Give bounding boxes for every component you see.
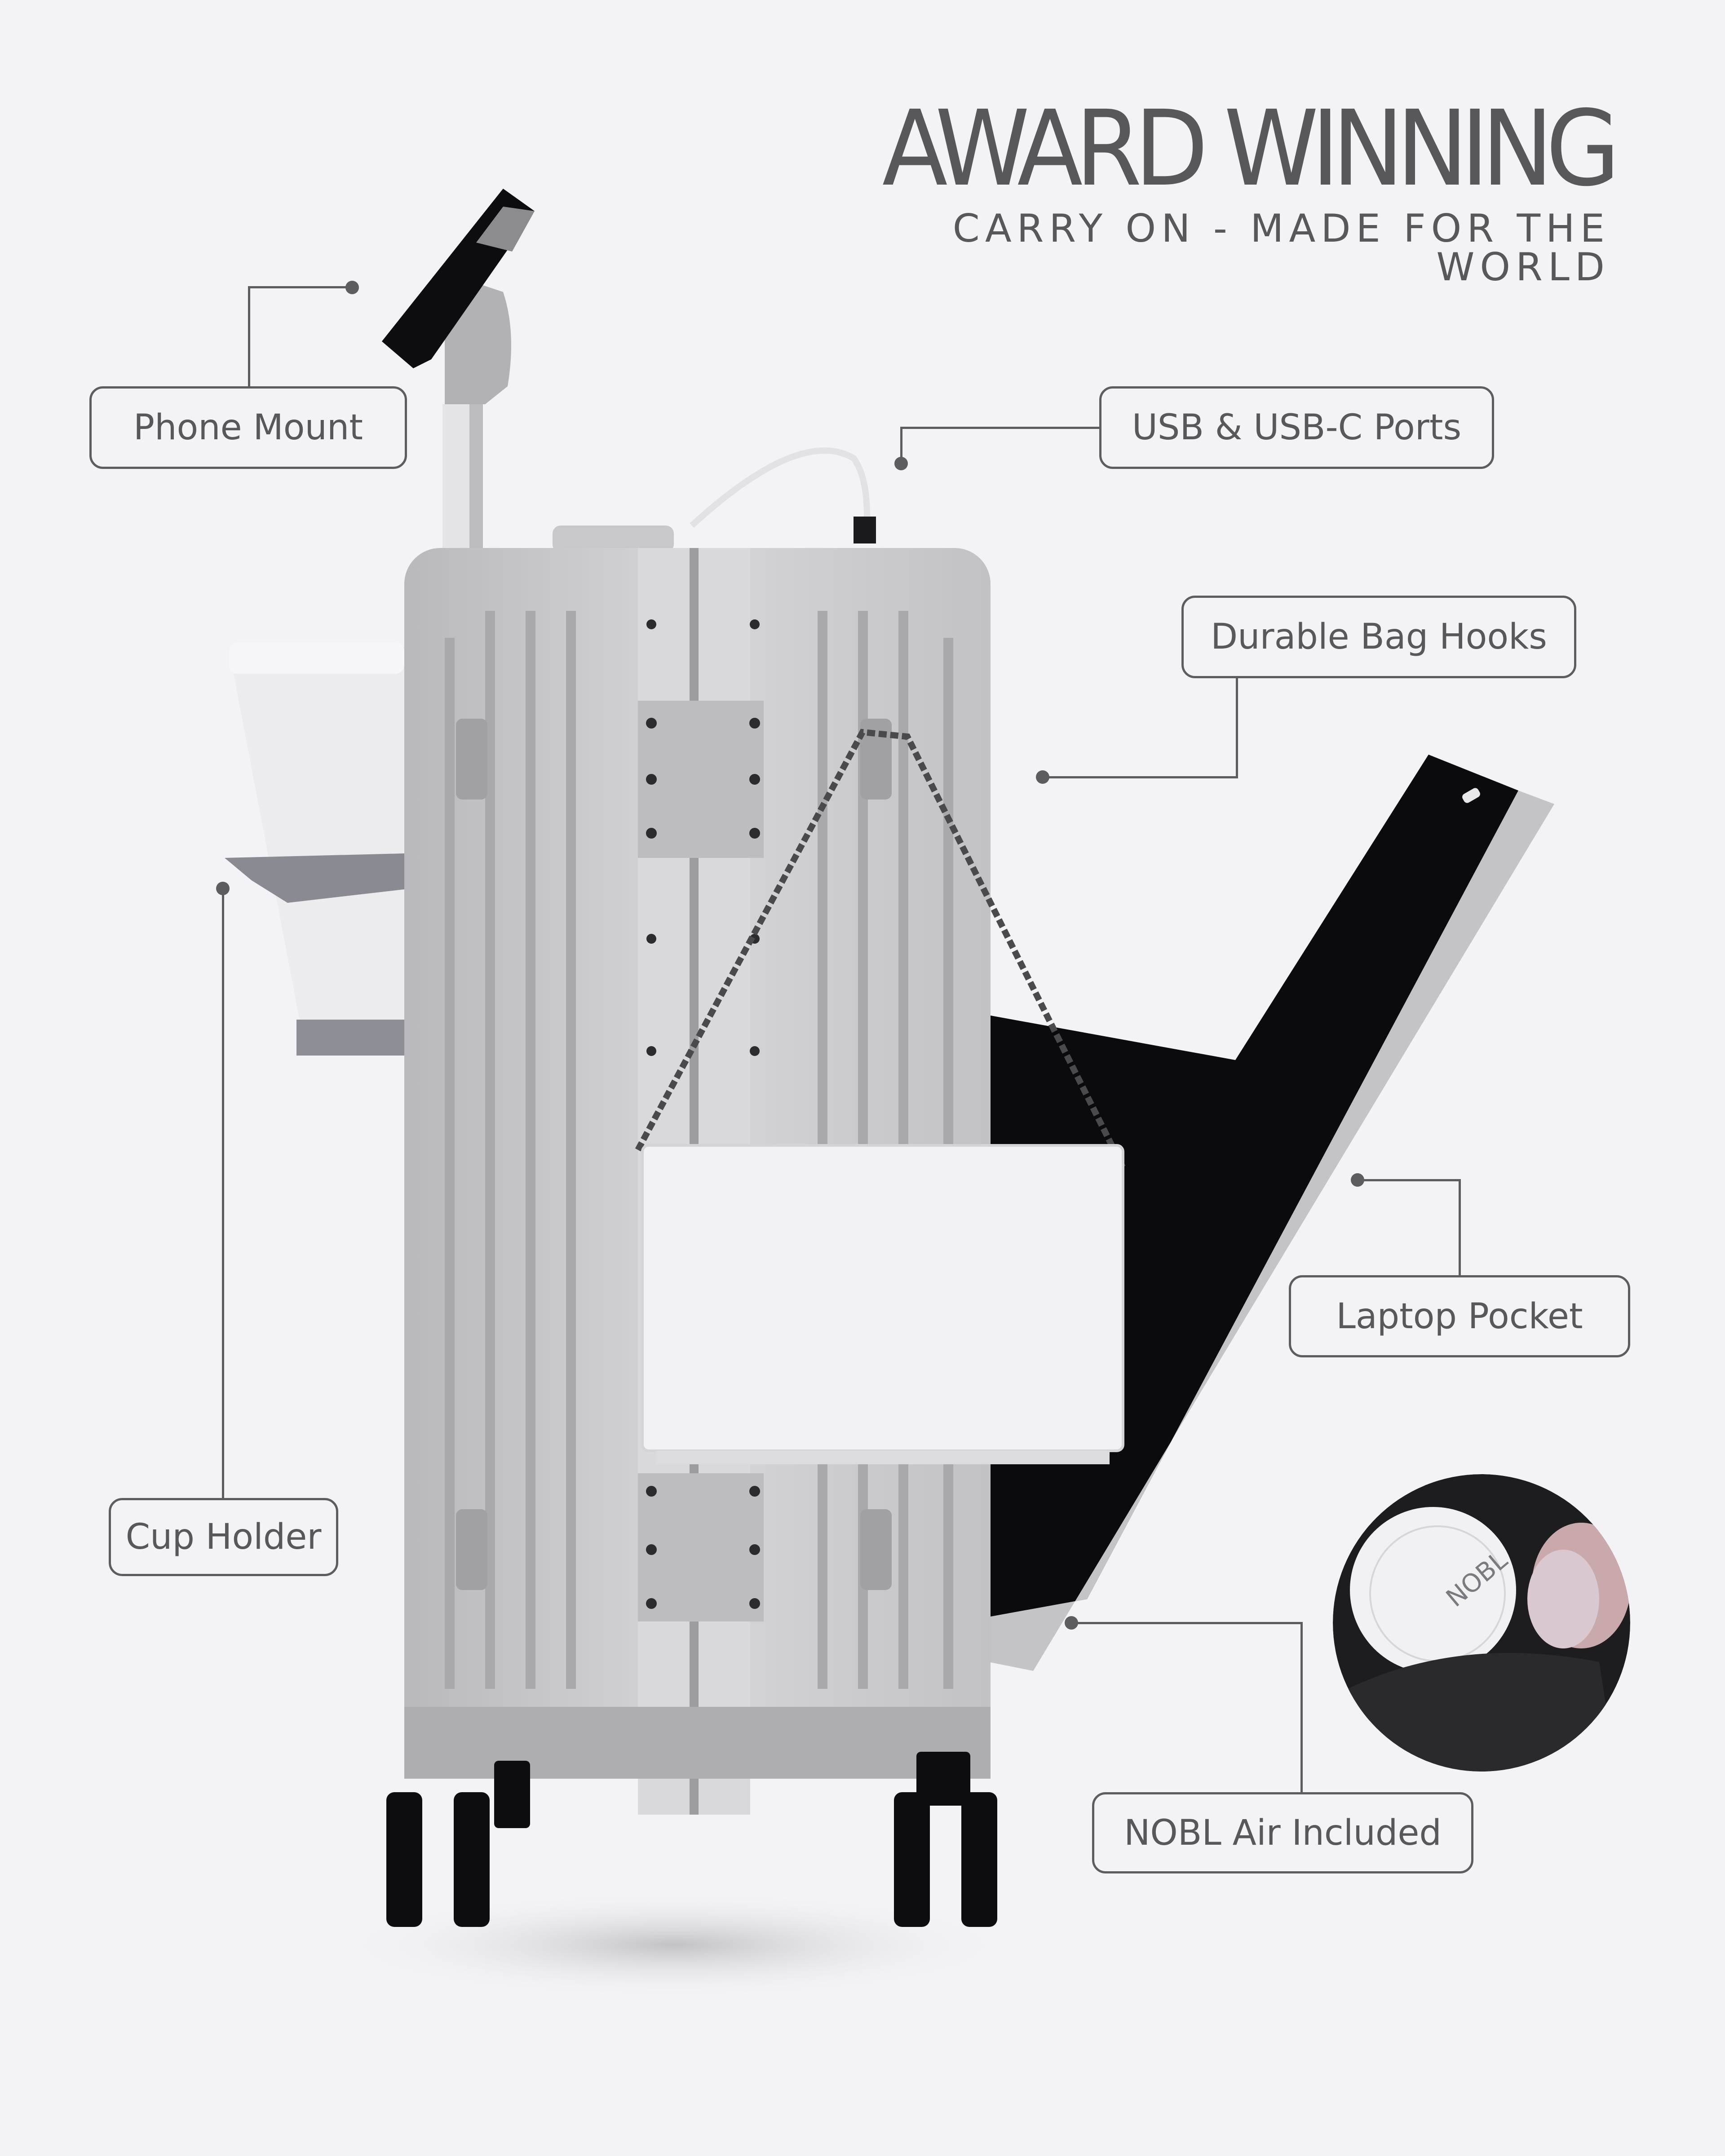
leader-line bbox=[248, 286, 250, 387]
cup-holder-label: Cup Holder bbox=[109, 1498, 338, 1576]
phone-mount-label: Phone Mount bbox=[89, 386, 407, 469]
nobl-air-label: NOBL Air Included bbox=[1092, 1792, 1473, 1873]
wheels-graphic bbox=[386, 1752, 997, 1927]
leader-line bbox=[1043, 776, 1238, 778]
page-subtitle: CARRY ON - MADE FOR THE WORLD bbox=[952, 206, 1610, 290]
leader-line bbox=[1358, 1179, 1461, 1181]
leader-line bbox=[1071, 1622, 1303, 1624]
leader-line bbox=[900, 427, 1100, 429]
nobl-air-inset bbox=[1333, 1474, 1630, 1772]
leader-line bbox=[900, 427, 902, 463]
trolley-handle-graphic bbox=[382, 189, 535, 575]
bag-hooks-label: Durable Bag Hooks bbox=[1181, 596, 1576, 678]
leader-line bbox=[1236, 677, 1238, 777]
leader-dot bbox=[1036, 770, 1049, 784]
leader-line bbox=[222, 888, 224, 1499]
cup-holder-graphic bbox=[225, 642, 404, 1056]
usb-ports-label: USB & USB-C Ports bbox=[1099, 386, 1494, 469]
crossbody-bag-graphic bbox=[635, 729, 1126, 1464]
laptop-pocket-label: Laptop Pocket bbox=[1289, 1275, 1630, 1357]
leader-line bbox=[1300, 1622, 1303, 1793]
leader-dot bbox=[894, 457, 908, 470]
floor-shadow bbox=[332, 1891, 1015, 1999]
leader-line bbox=[248, 286, 352, 288]
page-title: AWARD WINNING bbox=[882, 88, 1620, 209]
leader-line bbox=[1459, 1179, 1461, 1276]
